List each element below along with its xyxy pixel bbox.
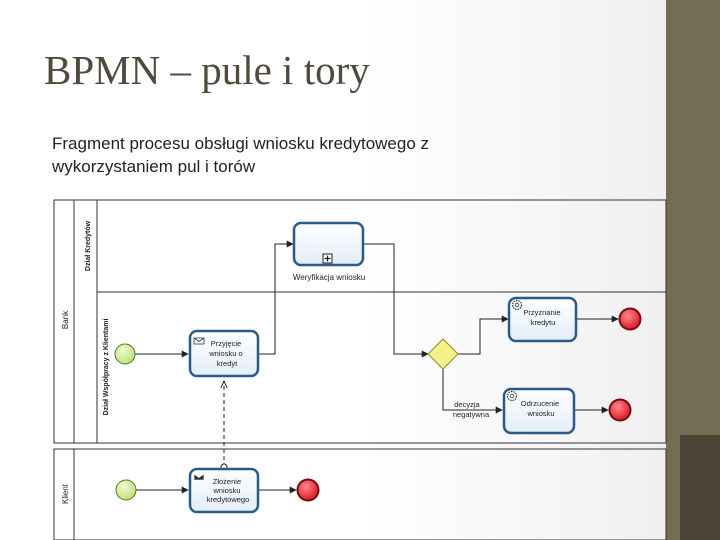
task-receive-line-2: wniosku o [208,349,242,358]
flow-verification-to-gateway [363,243,429,358]
message-send-icon [193,473,205,481]
task-grant-line-2: kredytu [531,318,556,327]
flow-label-negative-line-2: negatywna [453,410,490,419]
pool-bank-label: Bank [61,310,70,329]
task-grant-credit: Przyznanie kredytu [507,296,578,343]
task-grant-line-1: Przyznanie [523,308,560,317]
flow-receive-to-verification [258,240,294,355]
decorative-side-bar-accent [680,435,720,540]
task-submit-line-3: kredytowego [207,495,250,504]
task-submit-line-1: Złożenie [213,477,241,486]
task-submit-line-2: wniosku [212,486,240,495]
svg-text:Złożenie wniosku k: Złożenie wniosku kredytowego [207,477,250,504]
bpmn-diagram: Bank Dział Kredytów Dział Współpracy z K… [53,199,667,540]
start-event-bank [114,343,136,365]
end-event-client [296,478,320,502]
pool-client [53,448,667,540]
service-gear-icon [506,390,518,402]
start-event-client [115,479,137,501]
flow-gateway-to-reject [442,369,503,414]
task-receive-line-1: Przyjęcie [211,339,241,348]
service-gear-icon [511,299,523,311]
task-verification [292,221,365,267]
svg-text:decyzja negatywna: decyzja negatywna [453,400,490,419]
slide-background [0,0,666,540]
pool-bank [53,199,667,444]
decorative-side-bar [666,0,720,540]
task-reject-line-1: Odrzucenie [521,399,559,408]
message-flow-submit-to-receive [221,381,227,471]
lane-credit-dept-label: Dział Kredytów [85,220,92,271]
task-submit-application: Złożenie wniosku kredytowego [188,467,260,514]
exclusive-gateway [427,338,459,370]
flow-label-negative-line-1: decyzja [454,400,480,409]
message-receive-icon [193,337,205,345]
task-verification-label: Weryfikacja wniosku [293,273,365,282]
task-reject-line-2: wniosku [526,409,554,418]
svg-text:Przyjęcie wniosku o: Przyjęcie wniosku o kredyt [208,339,244,368]
task-receive-line-3: kredyt [217,359,238,368]
svg-text:Odrzucenie wniosku: Odrzucenie wniosku [521,399,561,418]
slide-title: BPMN – pule i tory [44,47,370,93]
lane-client-relations-label: Dział Współpracy z Klientami [103,319,110,416]
sequence-flows [135,240,619,494]
end-event-granted [618,307,642,331]
flow-gateway-to-grant [458,315,509,355]
svg-text:Przyznanie kredytu: Przyznanie kredytu [523,308,562,327]
task-reject-application: Odrzucenie wniosku [502,387,576,435]
pool-client-label: Klient [61,483,70,504]
end-event-rejected [608,398,632,422]
slide-subtitle: Fragment procesu obsługi wniosku kredyto… [52,134,430,176]
subprocess-plus-icon [322,253,333,264]
task-receive-application: Przyjęcie wniosku o kredyt [188,329,260,378]
